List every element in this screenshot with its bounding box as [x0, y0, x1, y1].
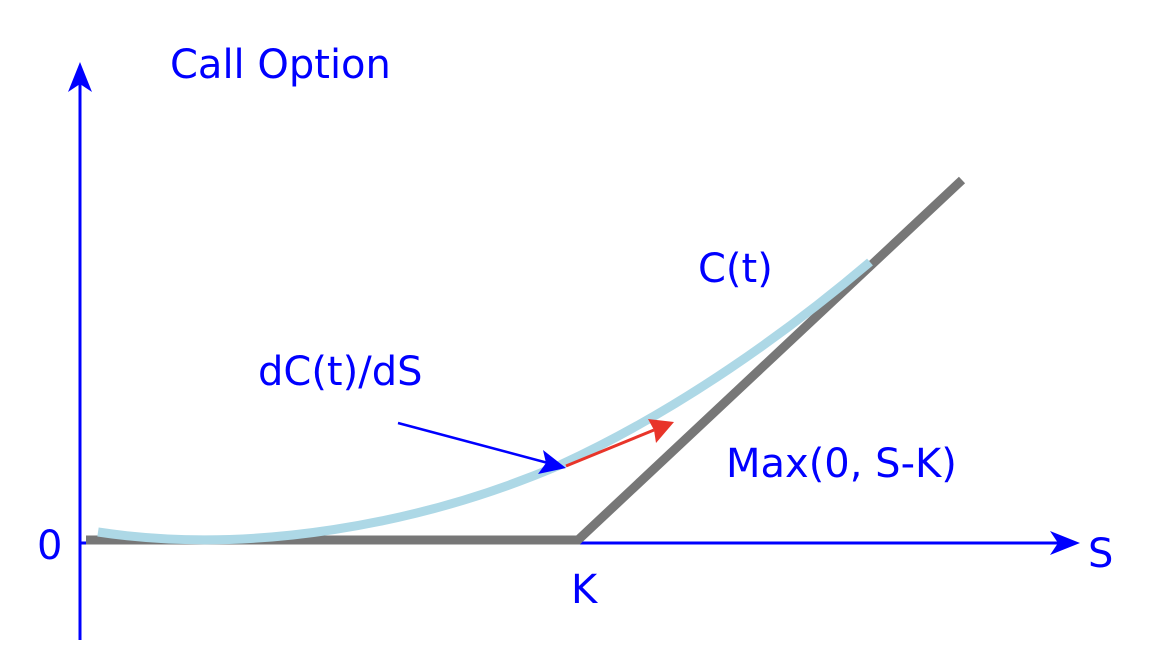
delta-pointer-arrow: [397, 421, 566, 474]
x-axis-label: S: [1088, 531, 1113, 577]
y-axis-arrowhead: [68, 62, 92, 92]
y-axis: [68, 62, 92, 640]
delta-label: dC(t)/dS: [258, 349, 422, 395]
tangent-arrowhead: [648, 419, 674, 443]
x-axis-arrowhead: [1050, 531, 1080, 555]
origin-label: 0: [37, 523, 62, 569]
option-value-label: C(t): [698, 246, 773, 292]
y-axis-label: Call Option: [170, 42, 391, 88]
payoff-label: Max(0, S-K): [726, 441, 957, 487]
option-value-curve: [97, 258, 873, 545]
delta-pointer-arrowhead: [538, 450, 566, 474]
strike-label: K: [571, 567, 599, 613]
tangent-arrow: [565, 419, 674, 468]
